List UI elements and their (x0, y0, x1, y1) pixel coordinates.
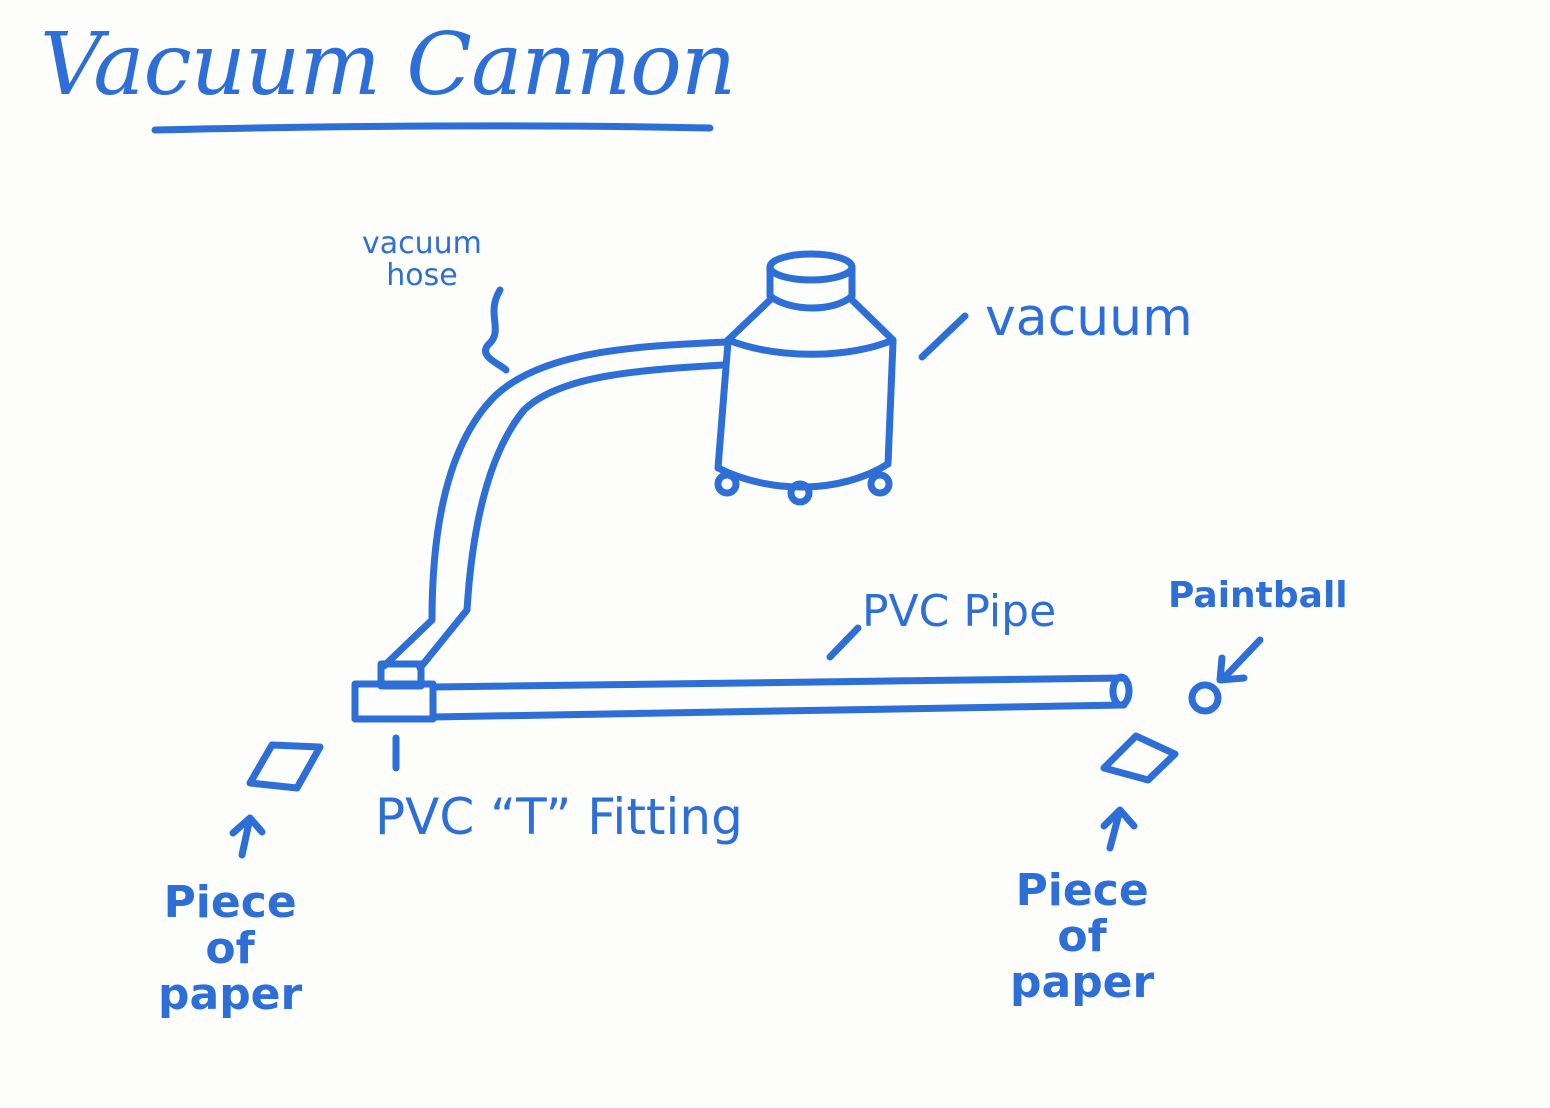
vacuum-leader-line (918, 312, 969, 361)
paintball-arrow-head (1216, 654, 1248, 684)
paper-left-arrow (229, 814, 266, 859)
t-fitting-label: PVC “T” Fitting (375, 788, 743, 846)
hose-inner-edge (416, 361, 727, 672)
pvc-t-fitting (351, 660, 437, 772)
paper-right (1100, 732, 1179, 784)
vacuum-hose (380, 286, 730, 672)
paintball (1188, 636, 1264, 715)
hose-leader-line (482, 286, 510, 374)
vacuum-hose-label-line2: hose (386, 257, 458, 293)
pipe-bottom-edge (429, 701, 1128, 721)
vacuum-cap-bottom (766, 292, 856, 312)
pvc-pipe (429, 624, 1133, 721)
vacuum-canister (714, 250, 969, 506)
pipe-leader-line (826, 624, 862, 661)
vacuum-cap-sides (766, 263, 856, 300)
paper-right-label: Piece of paper (1010, 865, 1155, 1009)
vacuum-wheel-middle (787, 480, 813, 506)
paper-left-label: Piece of paper (158, 877, 303, 1021)
title-underline (151, 122, 714, 134)
vacuum-hose-label-line1: vacuum (362, 226, 482, 261)
vacuum-wheel-left (714, 471, 740, 497)
paper-left-label-line1: Piece (163, 877, 297, 928)
vacuum-body (714, 338, 897, 491)
paper-left-label-line3: paper (158, 969, 303, 1021)
paintball-label: Paintball (1168, 575, 1348, 616)
ink-layer (151, 122, 1264, 859)
vacuum-cap (766, 250, 856, 284)
vacuum-label: vacuum (985, 288, 1193, 348)
paper-left (246, 741, 324, 792)
vacuum-wheel-right (867, 471, 893, 497)
paper-right-arrow (1100, 806, 1138, 852)
pvc-pipe-label: PVC Pipe (862, 586, 1057, 637)
pipe-top-edge (429, 674, 1128, 691)
pipe-end (1109, 673, 1133, 709)
hose-outer-edge (380, 338, 730, 670)
paintball-arrow-shaft (1218, 636, 1264, 684)
t-fitting-stub (377, 660, 425, 690)
paper-right-label-line1: Piece (1015, 865, 1149, 916)
paper-left-label-line2: of (205, 923, 255, 975)
paper-right-label-line2: of (1057, 911, 1107, 963)
vacuum-shoulder (724, 296, 897, 344)
vacuum-band (724, 336, 897, 358)
paper-right-label-line3: paper (1010, 957, 1155, 1009)
paintball-circle (1188, 681, 1222, 715)
diagram-title: Vacuum Cannon (40, 15, 736, 115)
vacuum-hose-label: vacuum hose (362, 228, 482, 291)
